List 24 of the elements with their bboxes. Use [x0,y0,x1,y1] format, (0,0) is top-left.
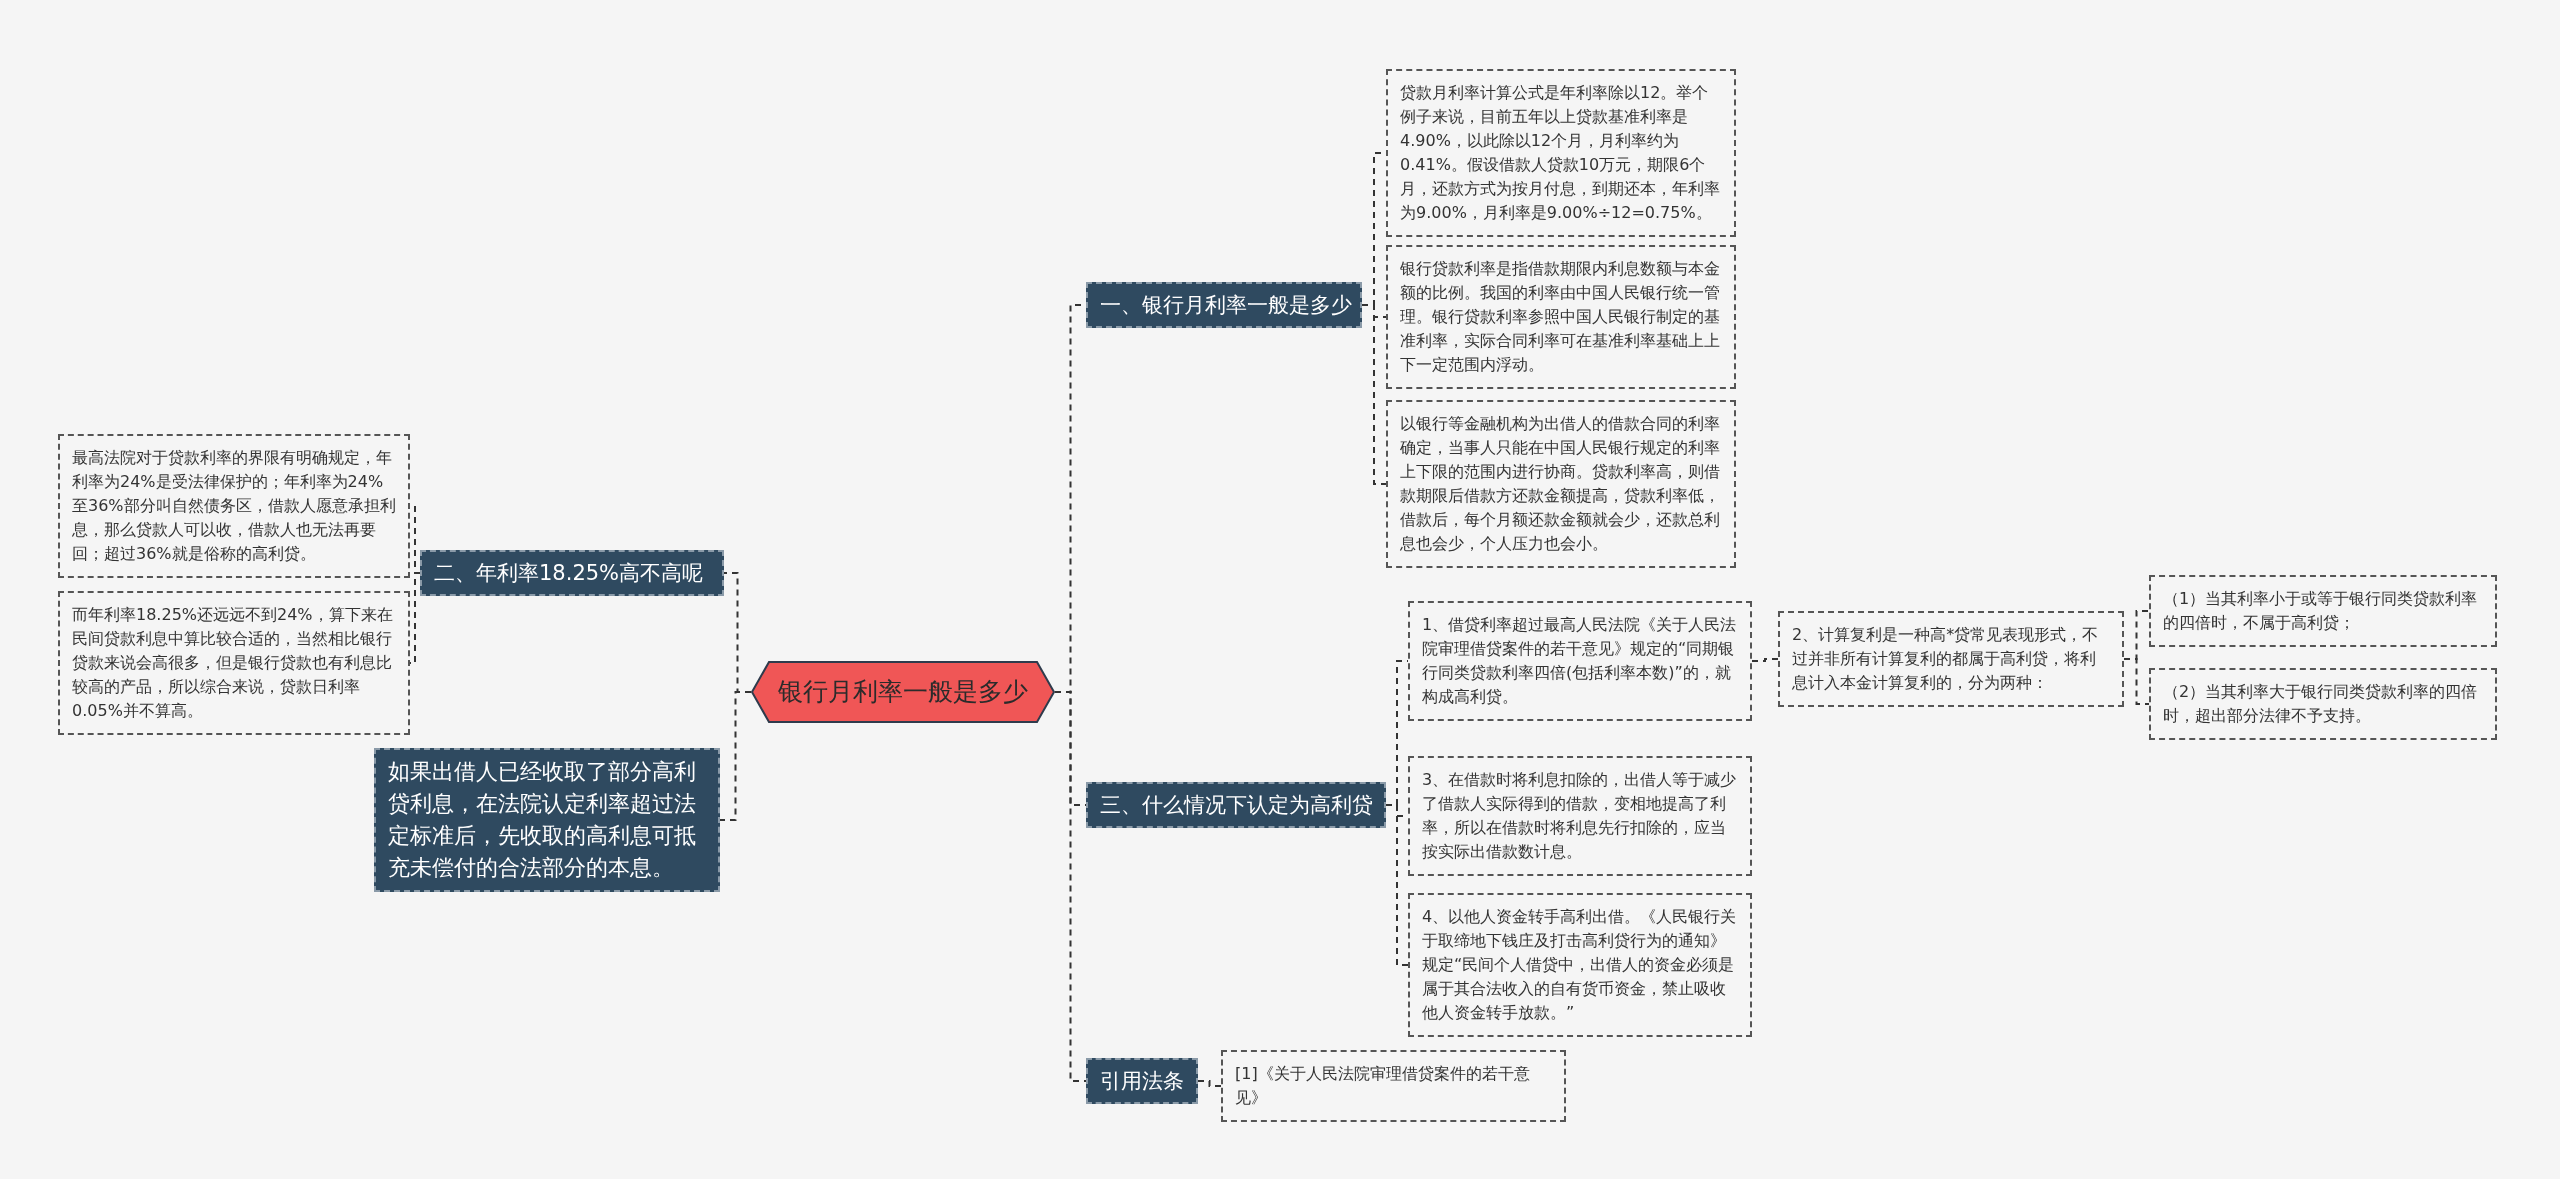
connector-line [2123,658,2150,705]
connector-line [1361,304,1387,485]
note-box: 银行贷款利率是指借款期限内利息数额与本金额的比例。我国的利率由中国人民银行统一管理。银行贷款利率参照中国人民银行制定的基准利率，实际合同利率可在基准利率基础上上下一定范围内浮动。 [1386,245,1736,389]
topic-box: 引用法条 [1086,1058,1198,1105]
note-box: [1]《关于人民法院审理借贷案件的若干意见》 [1221,1050,1566,1122]
note-box: 1、借贷利率超过最高人民法院《关于人民法院审理借贷案件的若干意见》规定的“同期银行同类贷款利率四倍(包括利率本数)”的，就构成高利贷。 [1408,601,1752,721]
note-box: 2、计算复利是一种高*贷常见表现形式，不过并非所有计算复利的都属于高利贷，将利息计入本金计算复利的，分为两种： [1778,611,2124,707]
note-box: （1）当其利率小于或等于银行同类贷款利率的四倍时，不属于高利贷； [2149,575,2497,647]
note-box: 3、在借款时将利息扣除的，出借人等于减少了借款人实际得到的借款，变相地提高了利率，所以在借款时将利息先行扣除的，应当按实际出借款数计息。 [1408,756,1752,876]
topic-box: 三、什么情况下认定为高利贷 [1086,782,1386,829]
connector-line [1197,1080,1222,1087]
note-box: 而年利率18.25%还远远不到24%，算下来在民间贷款利息中算比较合适的，当然相比银行贷款来说会高很多，但是银行贷款也有利息比较高的产品，所以综合来说，贷款日利率0.05%并不算高。 [58,591,410,735]
topic-box: 一、银行月利率一般是多少 [1086,282,1362,329]
note-box: （2）当其利率大于银行同类贷款利率的四倍时，超出部分法律不予支持。 [2149,668,2497,740]
note-box: 贷款月利率计算公式是年利率除以12。举个例子来说，目前五年以上贷款基准利率是4.90%，以此除以12个月，月利率约为0.41%。假设借款人贷款10万元，期限6个月，还款方式为按月付息，到期还本，年利率为9.00%，月利率是9.00%÷12=0.75%。 [1386,69,1736,237]
connector-line [1385,804,1409,966]
central-topic-hexagon: 银行月利率一般是多少 [751,661,1055,723]
topic-box: 二、年利率18.25%高不高呢 [420,550,724,597]
connector-line [719,691,752,821]
connector-line [1751,658,1779,662]
note-box: 最高法院对于贷款利率的界限有明确规定，年利率为24%是受法律保护的；年利率为24%至36%部分叫自然债务区，借款人愿意承担利息，那么贷款人可以收，借款人也无法再要回；超过36%就是俗称的高利贷。 [58,434,410,578]
note-box: 4、以他人资金转手高利出借。《人民银行关于取缔地下钱庄及打击高利贷行为的通知》规定“民间个人借贷中，出借人的资金必须是属于其合法收入的自有货币资金，禁止吸收他人资金转手放款。” [1408,893,1752,1037]
note-box: 以银行等金融机构为出借人的借款合同的利率确定，当事人只能在中国人民银行规定的利率上下限的范围内进行协商。贷款利率高，则借款期限后借款方还款金额提高，贷款利率低，借款后，每个月额还款金额就会少，还款总利息也会少，个人压力也会小。 [1386,400,1736,568]
topic-box: 如果出借人已经收取了部分高利贷利息，在法院认定利率超过法定标准后，先收取的高利息可抵充未偿付的合法部分的本息。 [374,748,720,892]
